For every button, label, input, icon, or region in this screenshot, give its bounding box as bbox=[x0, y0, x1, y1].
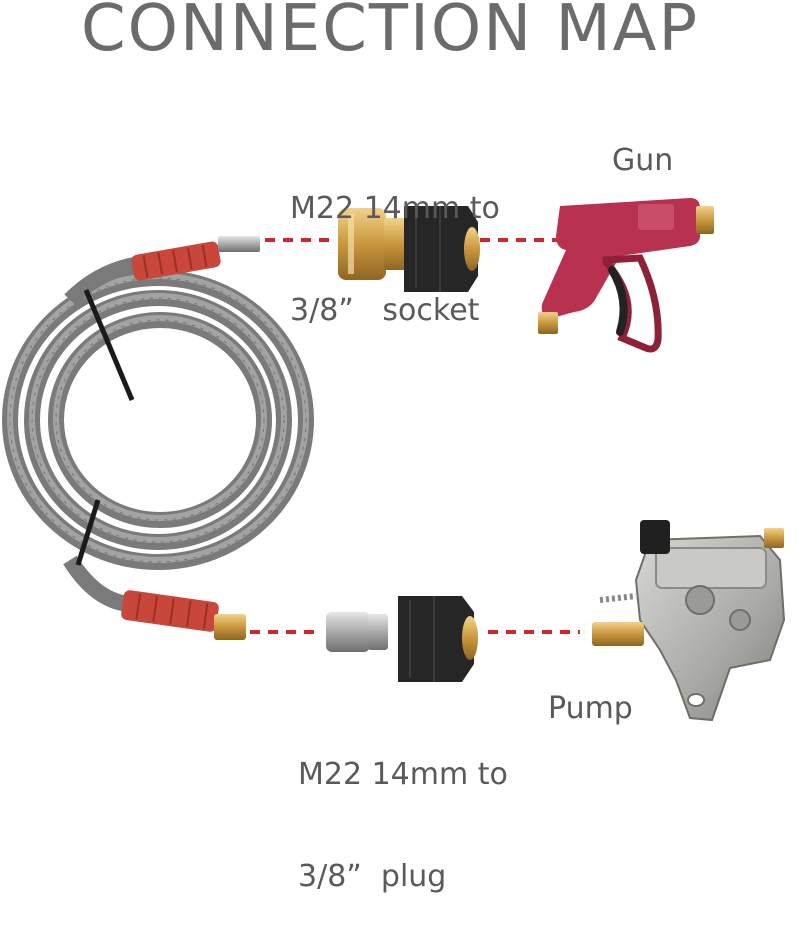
plug-adapter bbox=[326, 596, 478, 682]
page-title: CONNECTION MAP bbox=[80, 0, 700, 66]
hose-illustration bbox=[2, 256, 314, 612]
socket-label-line1: M22 14mm to bbox=[290, 191, 500, 226]
pump-label: Pump bbox=[548, 691, 633, 726]
plug-label-line2: 3/8” plug bbox=[298, 859, 447, 894]
gun-illustration bbox=[538, 198, 714, 353]
connection-lines bbox=[250, 238, 580, 634]
plug-adapter-label: M22 14mm to 3/8” plug bbox=[298, 690, 508, 928]
hose-bottom-fitting bbox=[121, 590, 246, 640]
socket-adapter-label: M22 14mm to 3/8” socket bbox=[290, 124, 500, 362]
pump-illustration bbox=[592, 520, 786, 722]
socket-adapter bbox=[338, 206, 480, 292]
hose-top-fitting bbox=[131, 236, 260, 281]
gun-label: Gun bbox=[612, 143, 674, 178]
connection-diagram bbox=[2, 198, 786, 722]
plug-label-line1: M22 14mm to bbox=[298, 757, 508, 792]
socket-label-line2: 3/8” socket bbox=[290, 293, 480, 328]
